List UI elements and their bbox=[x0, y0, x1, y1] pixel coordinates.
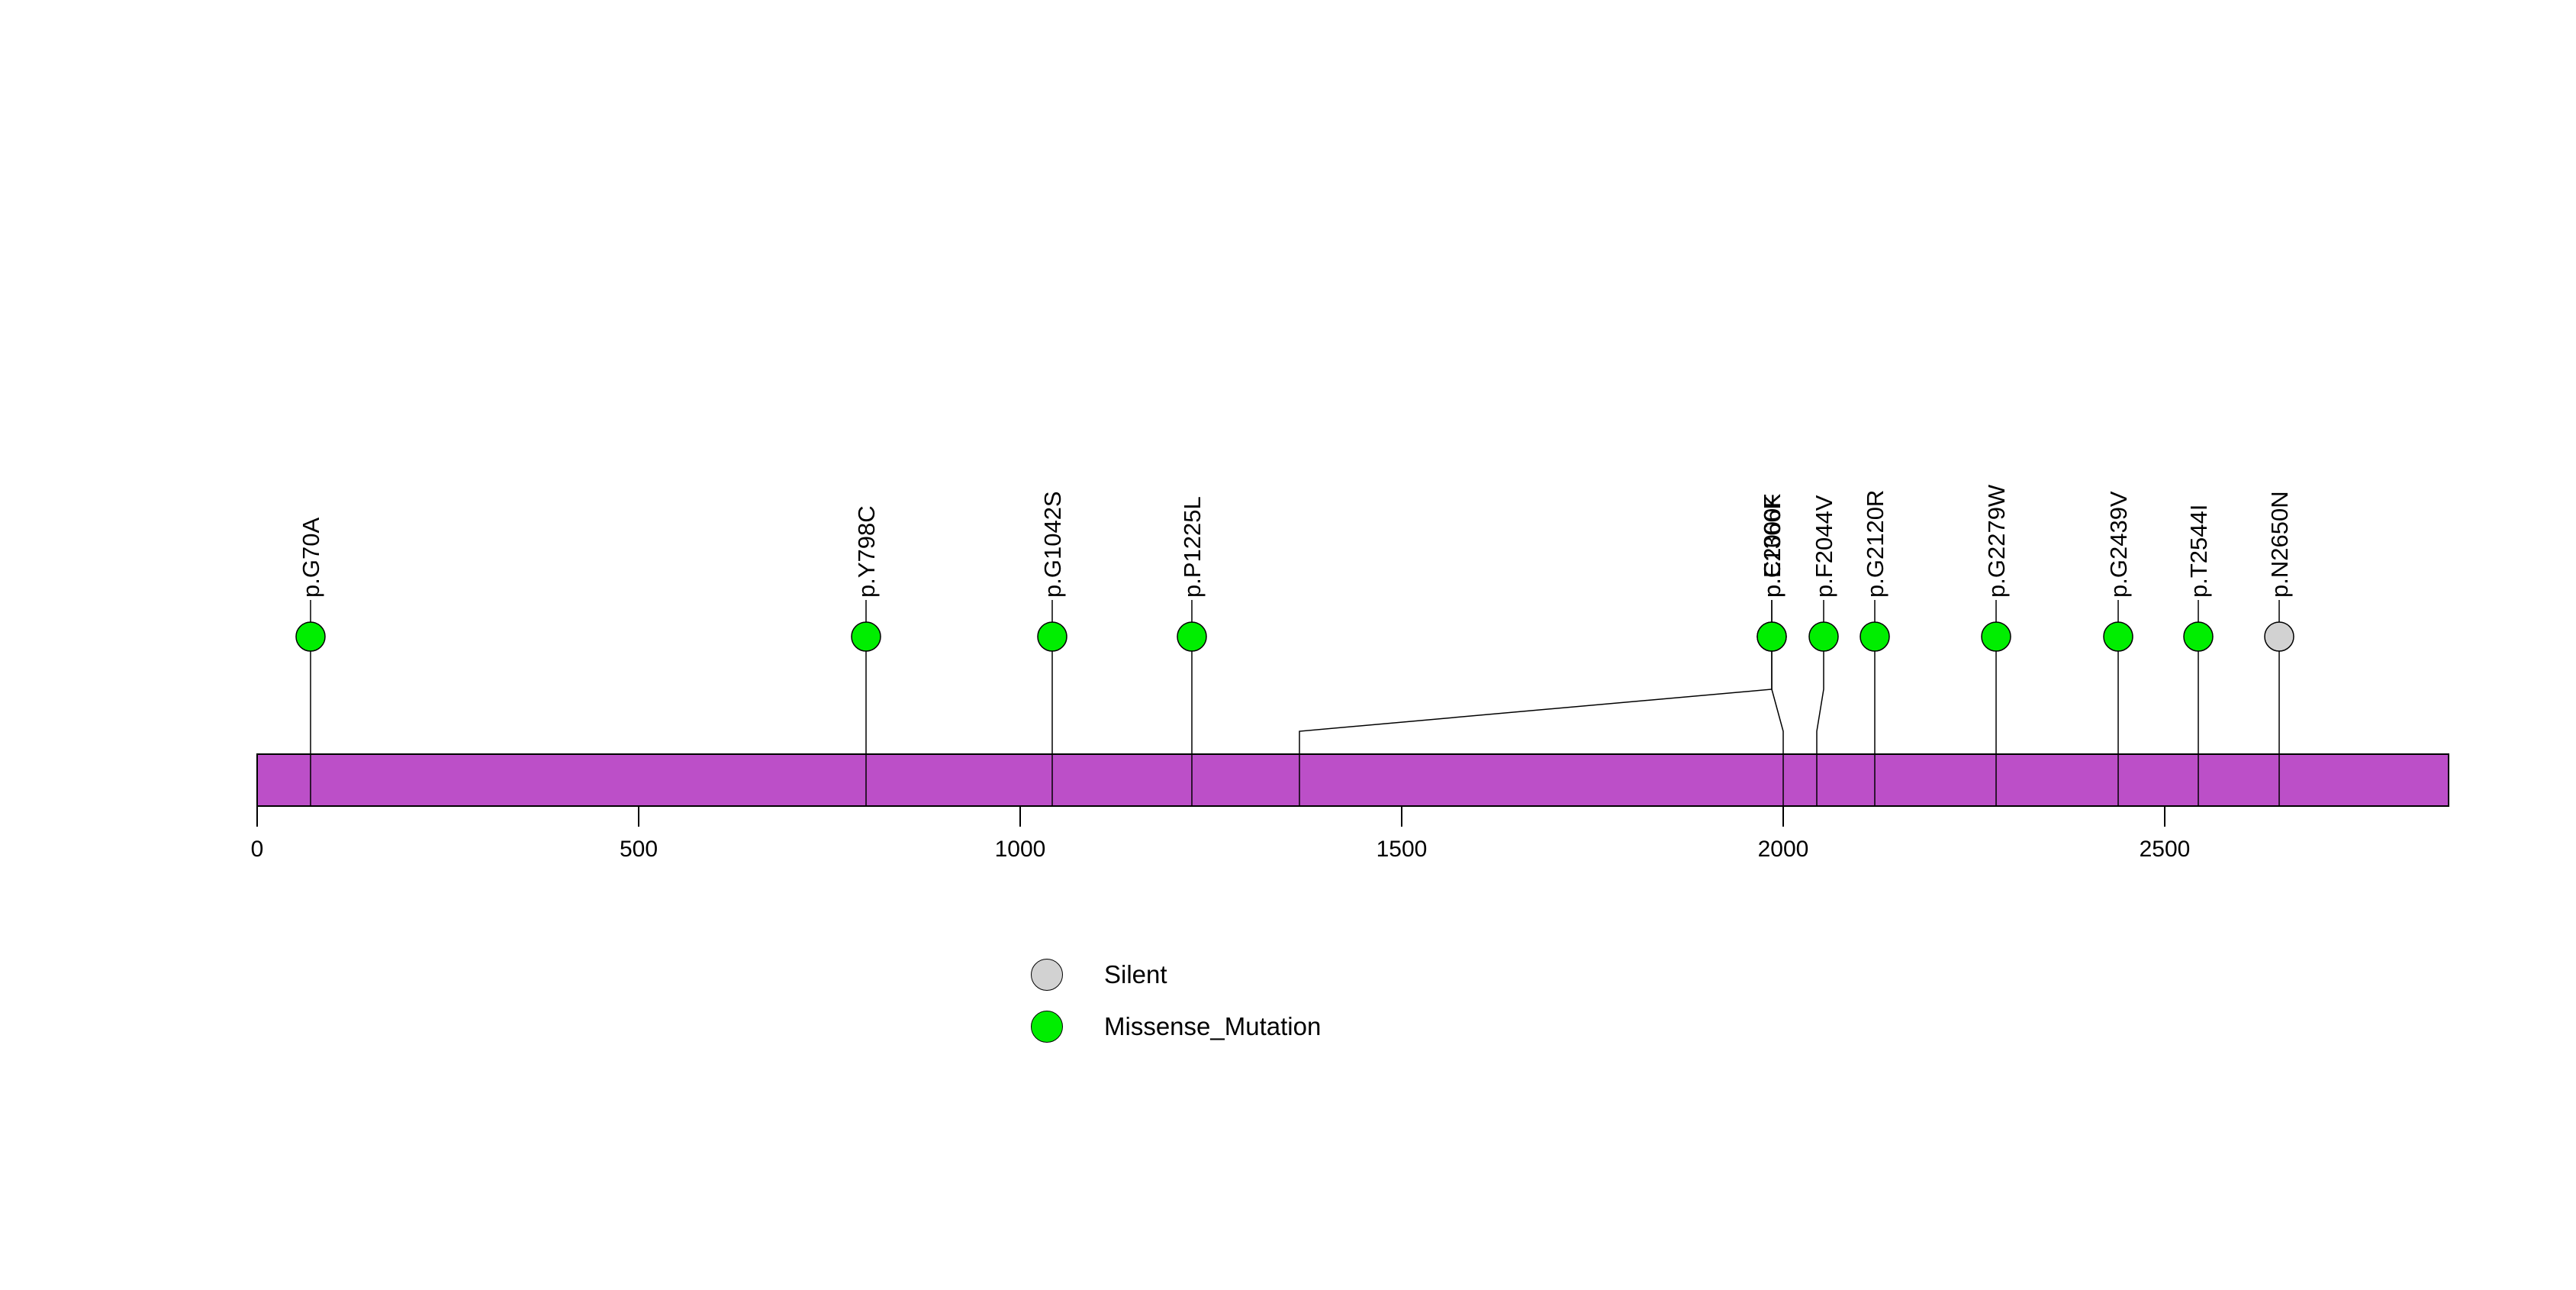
axis-tick-label: 0 bbox=[251, 837, 264, 862]
mutation-label: p.E1366K bbox=[1759, 494, 1785, 598]
mutation-circle bbox=[1860, 621, 1890, 652]
mutation-label: p.T2544I bbox=[2185, 505, 2212, 598]
legend-label-missense-mutation: Missense_Mutation bbox=[1104, 1012, 1322, 1040]
mutation-label: p.G2279W bbox=[1983, 484, 2010, 598]
mutation-circle bbox=[295, 621, 326, 652]
mutation-label: p.C2000F bbox=[1759, 494, 1785, 598]
mutation-circle bbox=[1757, 621, 1787, 652]
mutation-label: p.P1225L bbox=[1179, 496, 1206, 598]
mutation-label: p.G2439V bbox=[2105, 491, 2132, 598]
mutation-circle bbox=[2103, 621, 2133, 652]
legend-label-silent: Silent bbox=[1104, 960, 1167, 988]
axis-tick-label: 1500 bbox=[1377, 837, 1428, 862]
legend-item-silent: Silent bbox=[1031, 959, 1321, 991]
axis-tick-label: 500 bbox=[620, 837, 658, 862]
mutation-circle bbox=[1177, 621, 1207, 652]
mutation-label: p.N2650N bbox=[2266, 491, 2293, 598]
mutation-circle bbox=[2264, 621, 2294, 652]
mutation-label: p.F2044V bbox=[1811, 495, 1837, 598]
mutation-label: p.G1042S bbox=[1039, 491, 1066, 598]
protein-bar bbox=[256, 753, 2449, 807]
mutation-circle bbox=[851, 621, 881, 652]
mutation-circle bbox=[1808, 621, 1839, 652]
mutation-label: p.G2120R bbox=[1862, 490, 1889, 598]
legend-item-missense-mutation: Missense_Mutation bbox=[1031, 1011, 1321, 1043]
mutation-label: p.G70A bbox=[298, 518, 324, 598]
mutation-circle bbox=[1981, 621, 2011, 652]
mutation-circle bbox=[1037, 621, 1067, 652]
axis-tick-label: 2000 bbox=[1758, 837, 1809, 862]
mutation-circle bbox=[2183, 621, 2214, 652]
legend: Silent Missense_Mutation bbox=[1031, 959, 1321, 1063]
axis-tick-label: 2500 bbox=[2140, 837, 2191, 862]
missense-color-dot-icon bbox=[1031, 1011, 1063, 1043]
mutation-label: p.Y798C bbox=[853, 505, 880, 598]
axis-tick-label: 1000 bbox=[995, 837, 1046, 862]
silent-color-dot-icon bbox=[1031, 959, 1063, 991]
